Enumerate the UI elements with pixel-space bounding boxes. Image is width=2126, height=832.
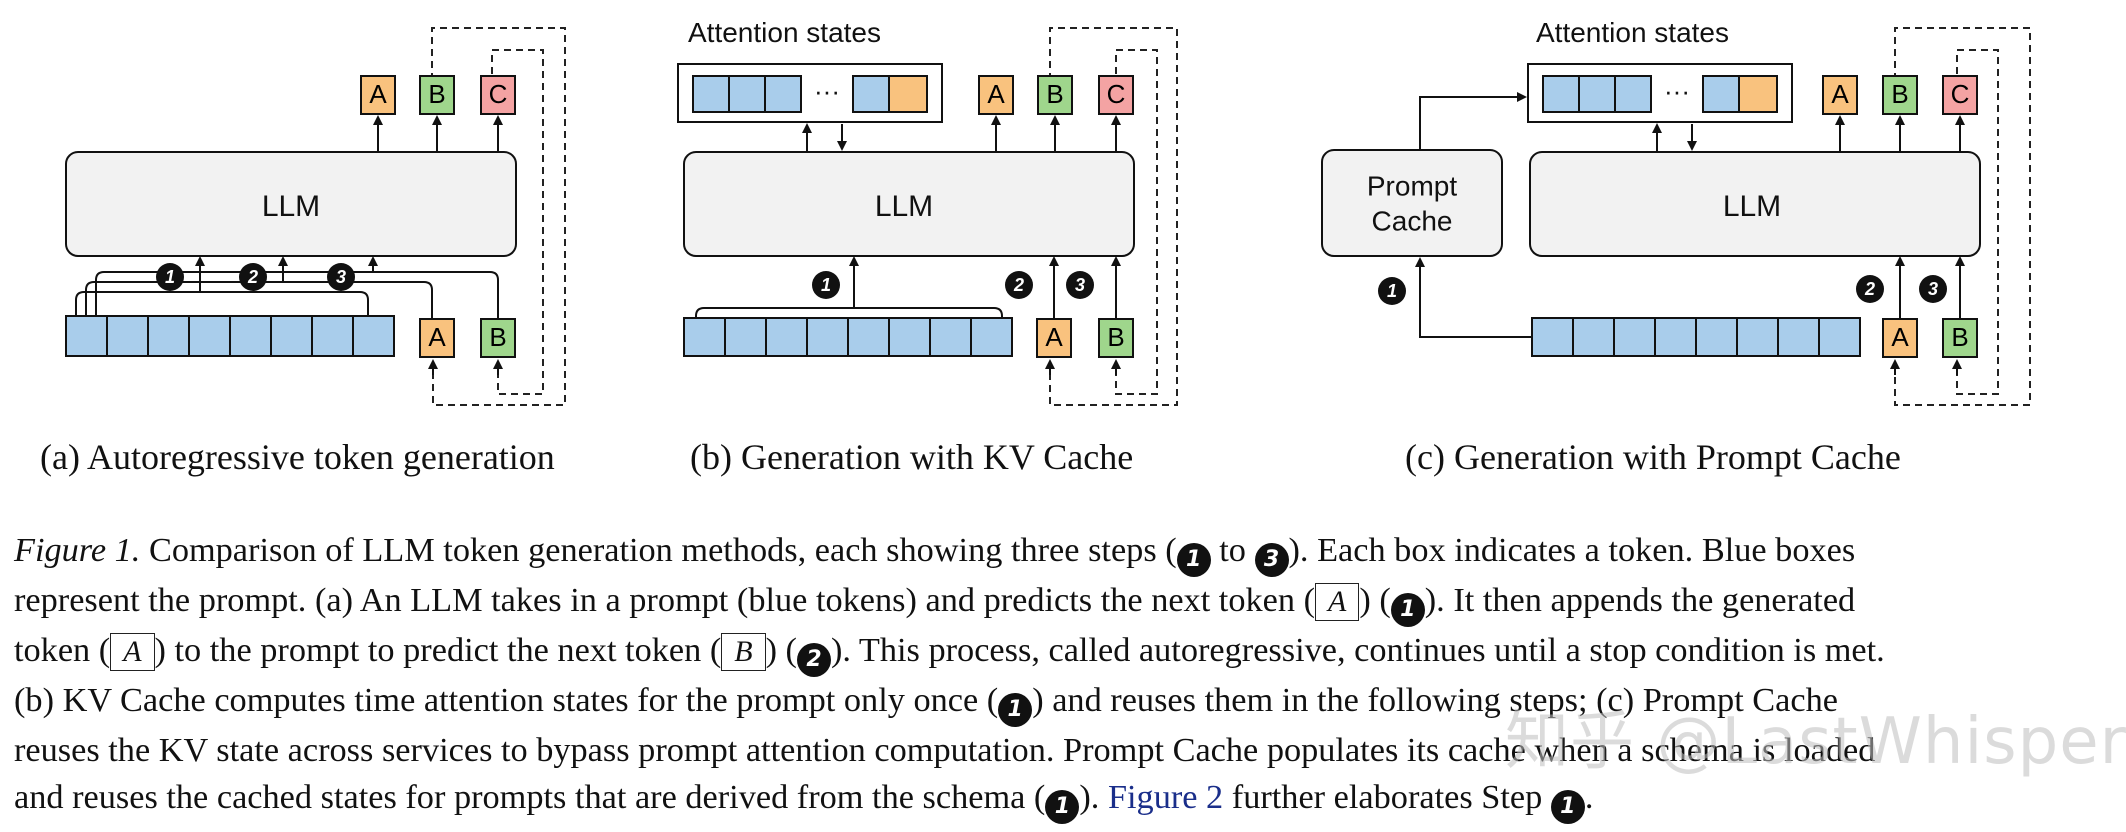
output-token-a: A [978,75,1014,115]
step-2-marker: 2 [1005,271,1033,299]
figure-label: Figure 1. [14,531,141,569]
attention-states-box [677,63,943,123]
subcaption-c: (c) Generation with Prompt Cache [1405,437,1901,477]
step-1-marker: 1 [812,271,840,299]
svg-text:2: 2 [1864,279,1875,299]
token-a-box: A [110,633,155,671]
figure-caption: Figure 1. Comparison of LLM token genera… [14,527,2114,824]
attention-states-box [1527,63,1793,123]
output-token-a: A [360,75,396,115]
attention-states-title: Attention states [688,17,881,48]
svg-text:B: B [428,79,445,109]
input-token-b: B [1942,318,1978,358]
feedback-loop-a [491,49,544,395]
step-1-icon: 1 [1390,593,1425,627]
step-3-marker: 3 [1919,275,1947,303]
prompt-cache-box [1321,149,1503,257]
output-token-c: C [480,75,516,115]
panel-c: Attention states ··· Prompt Cache LLM A … [1321,17,2031,406]
figure-2-link[interactable]: Figure 2 [1107,777,1224,816]
llm-label: LLM [262,190,320,223]
caption-line-6: and reuses the cached states for prompts… [14,774,2114,824]
input-token-a: A [1036,318,1072,358]
attention-states-cells [692,75,928,113]
svg-text:C: C [489,79,508,109]
svg-text:A: A [1831,79,1849,109]
svg-text:B: B [1107,322,1124,352]
subcaption-a: (a) Autoregressive token generation [40,437,555,477]
input-token-a: A [1882,318,1918,358]
svg-text:1: 1 [1387,281,1397,301]
output-token-c: C [1942,75,1978,115]
ellipsis: ··· [1664,76,1690,106]
output-token-b: B [1037,75,1073,115]
panel-b: Attention states ··· LLM A B C [677,17,1178,406]
feedback-loop-b [431,27,566,406]
output-token-b: B [419,75,455,115]
output-token-a: A [1822,75,1858,115]
prompt-tokens [683,317,1013,357]
llm-label: LLM [875,190,933,223]
prompt-tokens [65,315,395,357]
llm-box [683,151,1135,257]
caption-line-3: token (A) to the prompt to predict the n… [14,627,2114,677]
svg-text:C: C [1107,79,1126,109]
svg-text:A: A [1045,322,1063,352]
step-3-icon: 3 [1254,543,1289,577]
ellipsis: ··· [814,76,840,106]
step-1-marker: 1 [1378,277,1406,305]
llm-box [1529,151,1981,257]
input-token-a: A [419,318,455,358]
svg-text:A: A [369,79,387,109]
svg-text:B: B [1046,79,1063,109]
caption-line-2: represent the prompt. (a) An LLM takes i… [14,577,2114,627]
prompt-cache-label-line2: Cache [1372,205,1453,236]
svg-text:1: 1 [821,275,831,295]
attention-states-cells [1542,75,1778,113]
watermark: 知乎 @LastWhisper [1505,705,2126,779]
step-3-marker: 3 [1066,271,1094,299]
panel-a: LLM A B C A B 1 2 3 [65,27,566,406]
input-token-b: B [480,318,516,358]
svg-text:3: 3 [1928,279,1938,299]
svg-text:B: B [1951,322,1968,352]
svg-text:1: 1 [165,267,175,287]
svg-text:B: B [489,322,506,352]
token-a-box: A [1315,583,1360,621]
svg-text:A: A [428,322,446,352]
subcaption-b: (b) Generation with KV Cache [690,437,1134,477]
caption-line-1: Figure 1. Comparison of LLM token genera… [14,527,2114,577]
step-2-marker: 2 [1856,275,1884,303]
prompt-tokens [1531,317,1861,357]
step-2-icon: 2 [796,643,831,677]
step-1-marker: 1 [156,263,184,291]
step-1-icon: 1 [1550,789,1585,824]
step-1-icon: 1 [998,693,1033,727]
figure-diagram: LLM A B C A B 1 2 3 [65,17,2031,406]
caption-line-5: reuses the KV state across services to b… [14,731,1876,769]
output-token-b: B [1882,75,1918,115]
attention-states-title: Attention states [1536,17,1729,48]
step-1-icon: 1 [1045,789,1080,824]
llm-label: LLM [1723,190,1781,223]
svg-text:2: 2 [1013,275,1024,295]
svg-text:A: A [1891,322,1909,352]
svg-text:C: C [1951,79,1970,109]
output-token-c: C [1098,75,1134,115]
token-b-box: B [721,633,766,671]
step-1-icon: 1 [1176,543,1211,577]
svg-text:A: A [987,79,1005,109]
svg-text:3: 3 [336,267,346,287]
prompt-cache-label-line1: Prompt [1367,170,1457,201]
input-token-b: B [1098,318,1134,358]
step-3-marker: 3 [327,263,355,291]
llm-box [65,151,517,257]
svg-text:B: B [1891,79,1908,109]
svg-text:3: 3 [1075,275,1085,295]
caption-line-4: (b) KV Cache computes time attention sta… [14,677,2114,727]
svg-text:2: 2 [247,267,258,287]
step-2-marker: 2 [239,263,267,291]
